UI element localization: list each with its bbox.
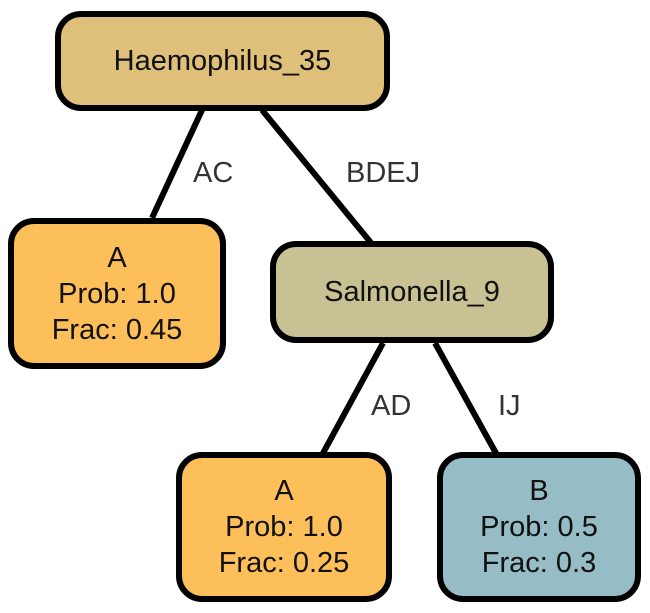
leaf-prob: Prob: 1.0 (58, 277, 176, 310)
edge-label-ac: AC (193, 157, 234, 189)
leaf-class: B (529, 475, 549, 507)
edge-label-ij: IJ (498, 390, 521, 422)
leaf-class: A (274, 475, 294, 507)
edge-label-bdej: BDEJ (346, 157, 421, 189)
edge-internal-to-bottom-right (432, 341, 500, 457)
leaf-node-left: A Prob: 1.0 Frac: 0.45 (8, 218, 226, 369)
edge-internal-to-bottom-left (319, 341, 386, 457)
leaf-prob: Prob: 1.0 (225, 511, 343, 543)
edge-label-ad: AD (371, 390, 412, 422)
leaf-node-bottom-right: B Prob: 0.5 Frac: 0.3 (437, 452, 641, 602)
root-node-label: Haemophilus_35 (113, 45, 332, 77)
root-node: Haemophilus_35 (55, 11, 390, 111)
leaf-prob: Prob: 0.5 (480, 511, 598, 543)
leaf-frac: Frac: 0.45 (51, 313, 183, 346)
internal-node-label: Salmonella_9 (324, 276, 500, 308)
internal-node: Salmonella_9 (270, 241, 554, 343)
leaf-frac: Frac: 0.3 (481, 547, 597, 579)
leaf-node-bottom-left: A Prob: 1.0 Frac: 0.25 (176, 452, 392, 602)
leaf-class: A (107, 241, 127, 274)
edge-root-to-left (149, 108, 205, 220)
edge-root-to-internal (259, 108, 375, 246)
leaf-frac: Frac: 0.25 (218, 547, 350, 579)
